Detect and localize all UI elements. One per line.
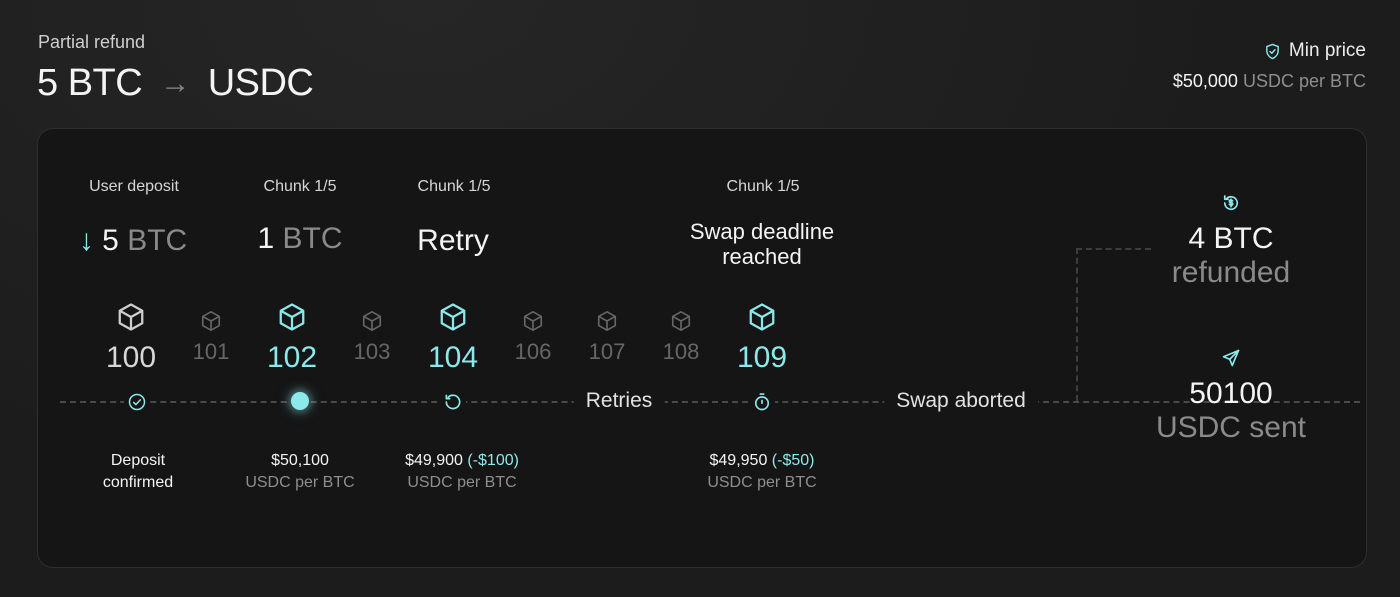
cube-icon bbox=[279, 303, 305, 331]
retries-label: Retries bbox=[573, 389, 665, 413]
outcome-connector bbox=[1076, 248, 1078, 401]
chunk-amount: 1 BTC bbox=[257, 222, 343, 255]
min-price-unit: USDC per BTC bbox=[1242, 71, 1366, 91]
outcome-connector-top bbox=[1076, 248, 1151, 250]
title-to: USDC bbox=[207, 62, 314, 104]
retry-status: Retry bbox=[417, 224, 489, 257]
column-label-chunk-3: Chunk 1/5 bbox=[726, 178, 800, 195]
page-title: 5 BTC → USDC bbox=[37, 62, 314, 105]
deadline-node bbox=[749, 389, 775, 415]
deposit-amount: ↓ 5 BTC bbox=[78, 224, 188, 257]
cube-icon bbox=[671, 311, 691, 331]
swap-timeline-card bbox=[37, 128, 1367, 568]
page-subtitle: Partial refund bbox=[38, 32, 146, 52]
retry-node bbox=[440, 389, 466, 415]
block-108: 108 bbox=[651, 310, 711, 365]
block-106: 106 bbox=[503, 310, 563, 365]
block-102: 102 bbox=[252, 302, 332, 375]
send-icon bbox=[1221, 348, 1241, 373]
swap-aborted-label: Swap aborted bbox=[884, 389, 1038, 413]
deadline-price: $49,950 (-$50) USDC per BTC bbox=[707, 452, 817, 491]
timeline-track bbox=[60, 401, 1360, 403]
retry-price: $49,900 (-$100) USDC per BTC bbox=[405, 452, 519, 491]
stopwatch-icon bbox=[754, 393, 770, 411]
column-label-user-deposit: User deposit bbox=[89, 178, 179, 195]
cube-icon bbox=[749, 303, 775, 331]
shield-check-icon bbox=[1266, 43, 1279, 59]
arrow-down-icon: ↓ bbox=[78, 224, 94, 257]
retry-icon bbox=[445, 394, 461, 410]
cube-icon bbox=[523, 311, 543, 331]
cube-icon bbox=[362, 311, 382, 331]
deposit-confirmed-node bbox=[124, 389, 150, 415]
block-104: 104 bbox=[413, 302, 493, 375]
active-chunk-node bbox=[291, 392, 309, 410]
column-label-chunk-1: Chunk 1/5 bbox=[263, 178, 337, 195]
block-109: 109 bbox=[722, 302, 802, 375]
block-101: 101 bbox=[181, 310, 241, 365]
column-label-chunk-2: Chunk 1/5 bbox=[417, 178, 491, 195]
min-price-value: $50,000 USDC per BTC bbox=[1173, 71, 1366, 92]
sent-outcome: 50100 USDC sent bbox=[1155, 377, 1307, 444]
cube-icon bbox=[597, 311, 617, 331]
block-100: 100 bbox=[91, 302, 171, 375]
title-from: 5 BTC bbox=[37, 62, 143, 104]
cube-icon bbox=[201, 311, 221, 331]
min-price-label: Min price bbox=[1288, 40, 1366, 61]
refund-outcome: 4 BTC refunded bbox=[1171, 222, 1291, 289]
block-103: 103 bbox=[342, 310, 402, 365]
cube-icon bbox=[440, 303, 466, 331]
block-107: 107 bbox=[577, 310, 637, 365]
min-price-label-row: Min price bbox=[1264, 40, 1366, 62]
check-circle-icon bbox=[128, 393, 146, 411]
cube-icon bbox=[118, 303, 144, 331]
deadline-status: Swap deadline reached bbox=[689, 219, 835, 269]
min-price-amount: $50,000 bbox=[1172, 71, 1238, 91]
arrow-right-icon: → bbox=[160, 66, 190, 100]
chunk-price: $50,100 USDC per BTC bbox=[245, 452, 355, 491]
deposit-confirmed-text: Deposit confirmed bbox=[102, 452, 174, 491]
refund-coin-icon bbox=[1221, 193, 1241, 218]
